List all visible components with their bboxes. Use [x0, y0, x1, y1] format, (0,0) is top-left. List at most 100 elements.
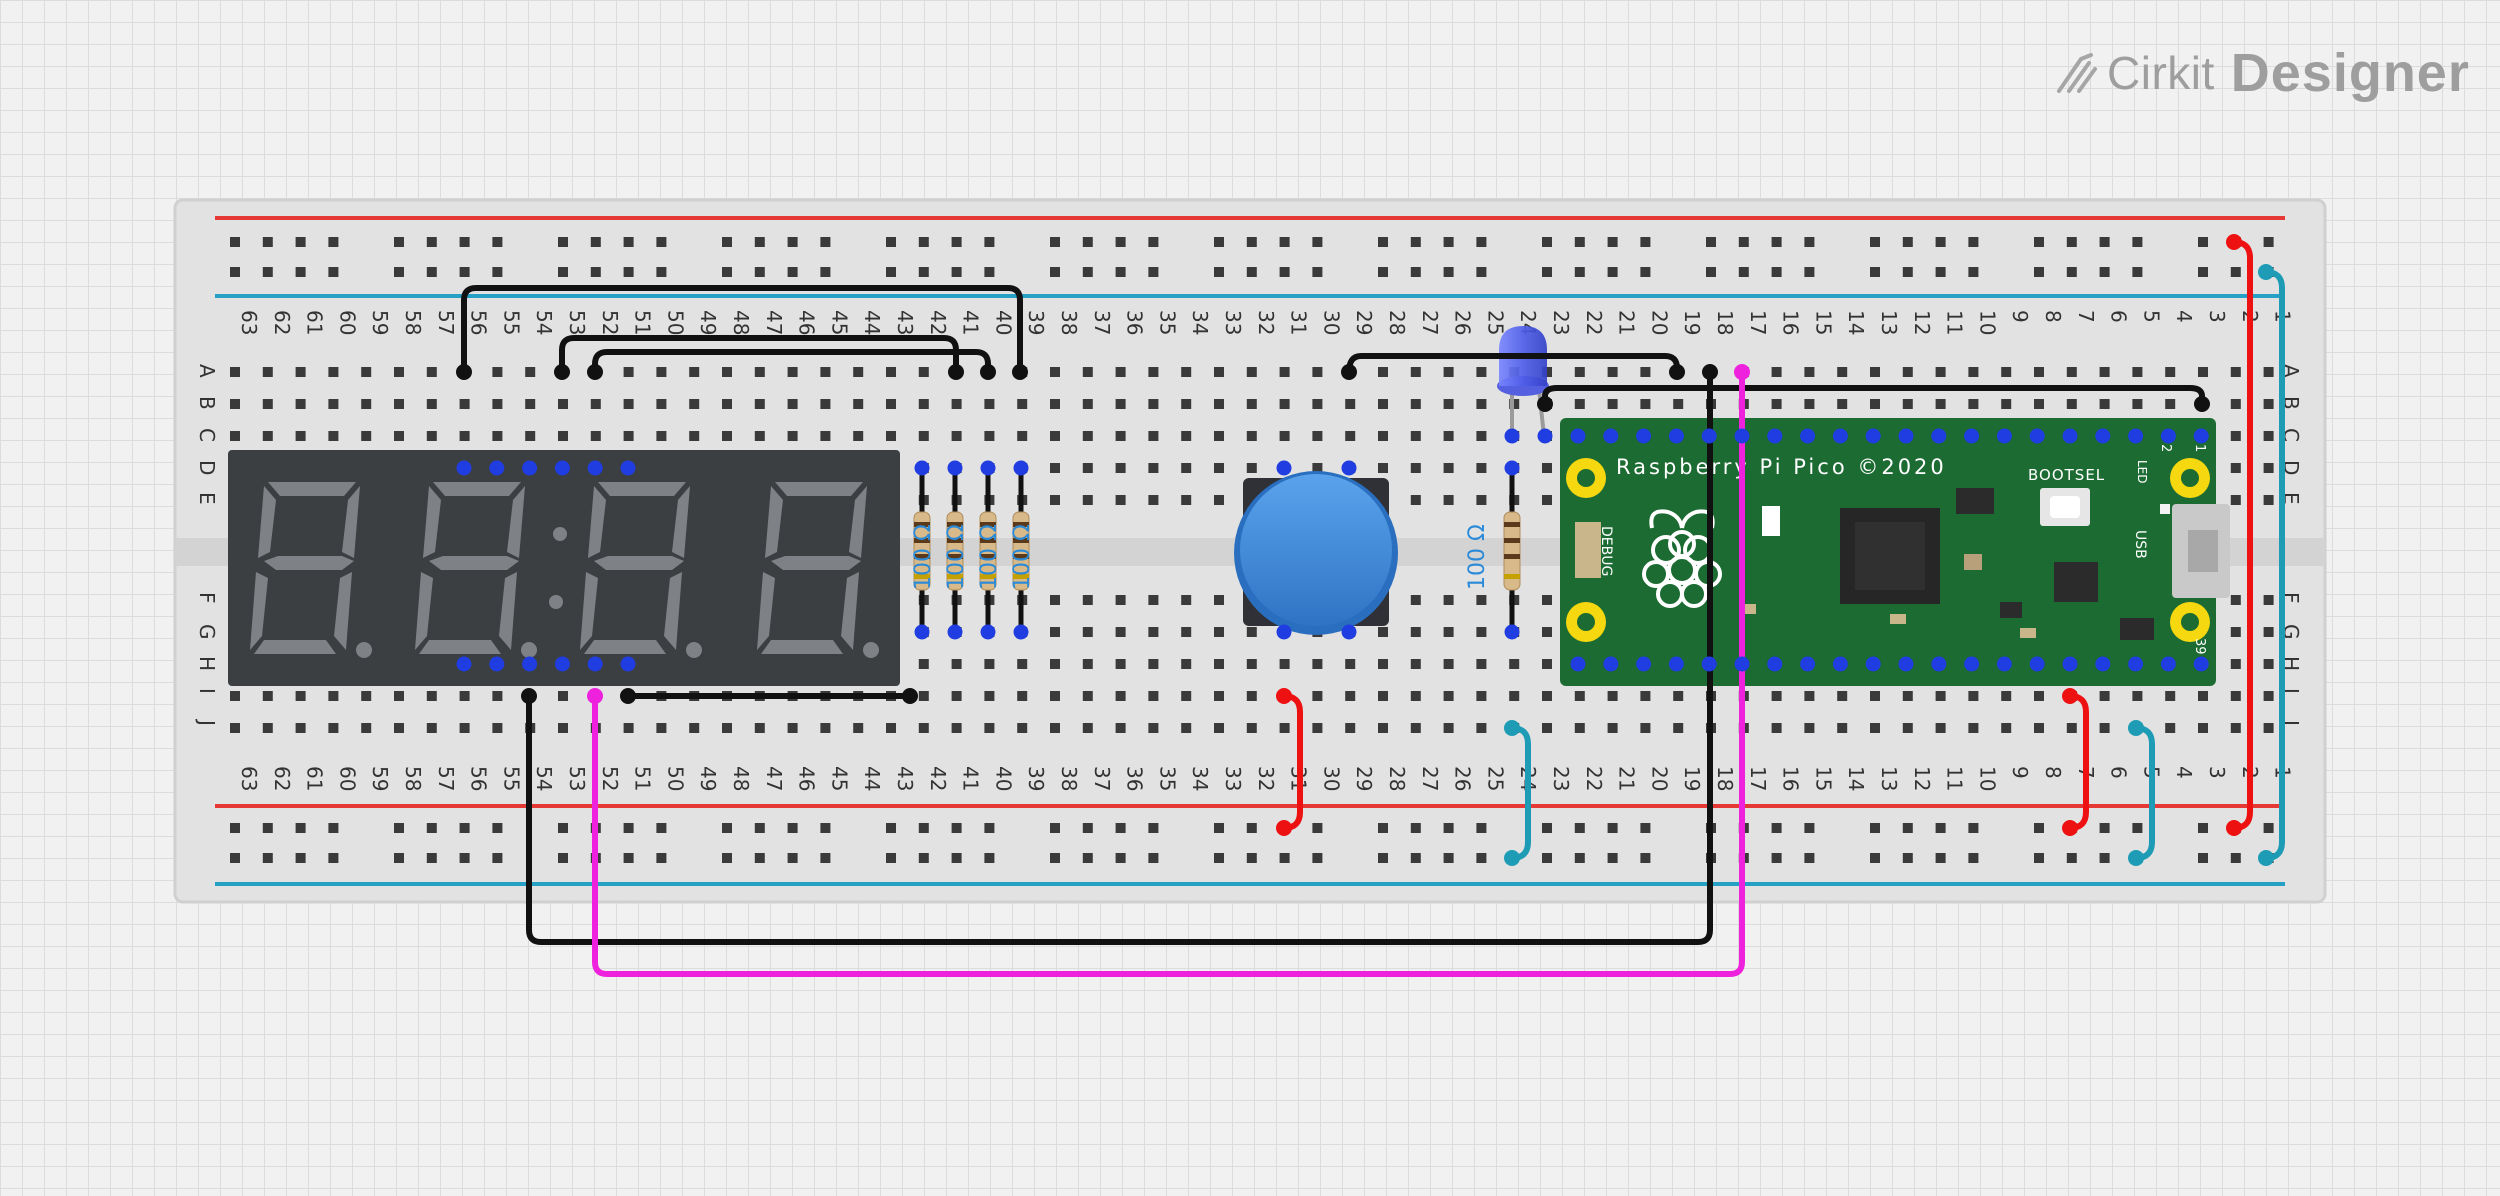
- hole[interactable]: [1574, 723, 1585, 733]
- hole[interactable]: [1017, 431, 1028, 441]
- rail-hole[interactable]: [984, 853, 995, 863]
- pin[interactable]: [489, 656, 505, 672]
- hole[interactable]: [262, 691, 273, 701]
- hole[interactable]: [1115, 431, 1126, 441]
- hole[interactable]: [1378, 367, 1388, 377]
- resistor[interactable]: 100 Ω: [1010, 468, 1035, 632]
- rail-hole[interactable]: [1115, 237, 1126, 247]
- hole[interactable]: [853, 399, 864, 409]
- hole[interactable]: [853, 367, 864, 377]
- hole[interactable]: [2099, 723, 2110, 733]
- rail-hole[interactable]: [328, 237, 339, 247]
- hole[interactable]: [1410, 399, 1421, 409]
- hole[interactable]: [1246, 463, 1257, 473]
- hole[interactable]: [2263, 367, 2274, 377]
- hole[interactable]: [558, 723, 568, 733]
- hole[interactable]: [2230, 463, 2241, 473]
- rail-hole[interactable]: [722, 237, 732, 247]
- hole[interactable]: [1542, 659, 1552, 669]
- rail-hole[interactable]: [1574, 267, 1585, 277]
- hole[interactable]: [820, 723, 831, 733]
- hole[interactable]: [1312, 691, 1323, 701]
- hole[interactable]: [951, 723, 962, 733]
- rail-hole[interactable]: [1804, 267, 1815, 277]
- hole[interactable]: [2198, 367, 2208, 377]
- hole[interactable]: [1476, 723, 1487, 733]
- hole[interactable]: [2230, 399, 2241, 409]
- hole[interactable]: [1214, 431, 1224, 441]
- rail-hole[interactable]: [1443, 823, 1454, 833]
- rail-hole[interactable]: [459, 823, 470, 833]
- hole[interactable]: [2132, 399, 2143, 409]
- rail-hole[interactable]: [2132, 823, 2143, 833]
- rail-hole[interactable]: [1902, 823, 1913, 833]
- hole[interactable]: [590, 399, 601, 409]
- hole[interactable]: [525, 399, 536, 409]
- rail-hole[interactable]: [459, 853, 470, 863]
- hole[interactable]: [426, 399, 437, 409]
- hole[interactable]: [853, 723, 864, 733]
- hole[interactable]: [361, 399, 372, 409]
- hole[interactable]: [820, 399, 831, 409]
- hole[interactable]: [984, 399, 995, 409]
- rail-hole[interactable]: [1902, 237, 1913, 247]
- hole[interactable]: [1246, 367, 1257, 377]
- rail-hole[interactable]: [2034, 267, 2044, 277]
- rail-hole[interactable]: [1214, 267, 1224, 277]
- rail-hole[interactable]: [754, 853, 765, 863]
- hole[interactable]: [1345, 399, 1356, 409]
- pin[interactable]: [554, 460, 570, 476]
- rail-hole[interactable]: [394, 853, 404, 863]
- hole[interactable]: [1574, 691, 1585, 701]
- hole[interactable]: [295, 399, 306, 409]
- rail-hole[interactable]: [623, 237, 634, 247]
- rail-hole[interactable]: [1542, 237, 1552, 247]
- hole[interactable]: [1443, 627, 1454, 637]
- rail-hole[interactable]: [1968, 237, 1979, 247]
- hole[interactable]: [1345, 659, 1356, 669]
- hole[interactable]: [1082, 495, 1093, 505]
- hole[interactable]: [230, 399, 240, 409]
- hole[interactable]: [1378, 659, 1388, 669]
- hole[interactable]: [2263, 691, 2274, 701]
- hole[interactable]: [1378, 627, 1388, 637]
- button-cap[interactable]: [1240, 474, 1392, 626]
- hole[interactable]: [394, 399, 404, 409]
- pin[interactable]: [1636, 656, 1652, 672]
- pin[interactable]: [1800, 428, 1816, 444]
- hole[interactable]: [1279, 431, 1290, 441]
- rail-hole[interactable]: [787, 237, 798, 247]
- hole[interactable]: [1443, 367, 1454, 377]
- hole[interactable]: [1050, 627, 1060, 637]
- hole[interactable]: [328, 367, 339, 377]
- hole[interactable]: [1968, 723, 1979, 733]
- hole[interactable]: [1673, 399, 1684, 409]
- hole[interactable]: [1542, 723, 1552, 733]
- pin[interactable]: [980, 624, 996, 640]
- hole[interactable]: [2263, 399, 2274, 409]
- rail-hole[interactable]: [1246, 853, 1257, 863]
- rail-hole[interactable]: [918, 823, 929, 833]
- pin[interactable]: [1341, 460, 1357, 476]
- rail-hole[interactable]: [492, 853, 503, 863]
- hole[interactable]: [1214, 399, 1224, 409]
- rail-hole[interactable]: [590, 237, 601, 247]
- rail-hole[interactable]: [918, 237, 929, 247]
- hole[interactable]: [328, 431, 339, 441]
- rail-hole[interactable]: [1706, 267, 1716, 277]
- rail-hole[interactable]: [984, 237, 995, 247]
- hole[interactable]: [1148, 463, 1159, 473]
- hole[interactable]: [2263, 595, 2274, 605]
- wire-black-54-18[interactable]: [526, 369, 1713, 945]
- pin[interactable]: [1603, 428, 1619, 444]
- wires[interactable]: [461, 239, 2285, 977]
- hole[interactable]: [1378, 399, 1388, 409]
- hole[interactable]: [787, 399, 798, 409]
- hole[interactable]: [1476, 595, 1487, 605]
- hole[interactable]: [1115, 595, 1126, 605]
- rail-hole[interactable]: [1870, 267, 1880, 277]
- hole[interactable]: [1640, 399, 1651, 409]
- pin[interactable]: [620, 460, 636, 476]
- wire-endpoint[interactable]: [2258, 850, 2274, 866]
- pin[interactable]: [1013, 624, 1029, 640]
